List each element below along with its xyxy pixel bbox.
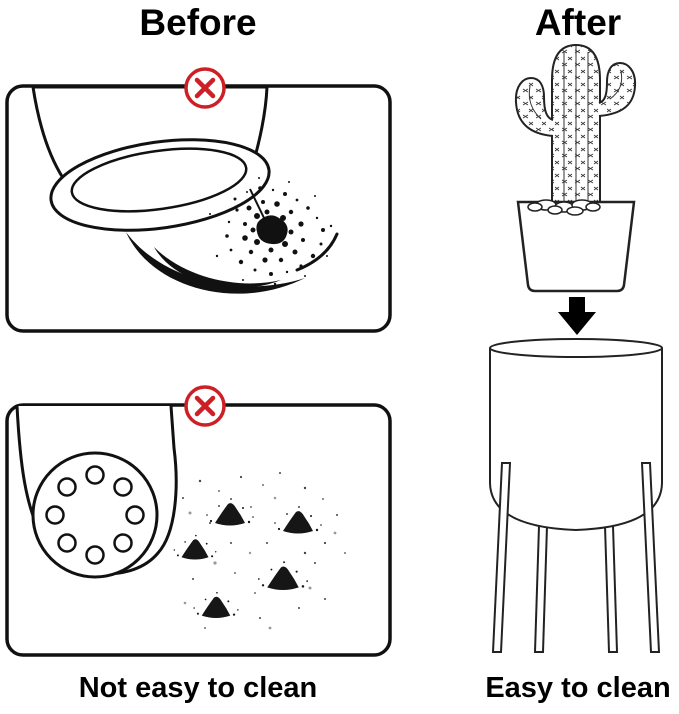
drainage-holes bbox=[45, 465, 145, 565]
tipped-pot-illustration bbox=[31, 85, 271, 232]
before-panel-dirt bbox=[5, 403, 392, 657]
dirt-speckles-gray bbox=[183, 496, 337, 630]
after-illustration bbox=[489, 43, 663, 653]
pot-rocks bbox=[527, 199, 601, 216]
before-panel-spill bbox=[5, 84, 392, 333]
prohibited-circle-x-icon bbox=[184, 67, 226, 109]
down-arrow-icon bbox=[558, 297, 596, 335]
after-heading: After bbox=[534, 2, 622, 43]
soil-splatter bbox=[209, 177, 333, 286]
motion-arcs bbox=[126, 232, 339, 294]
dirt-speckles bbox=[182, 472, 346, 629]
prohibited-circle-x-icon bbox=[184, 385, 226, 427]
after-caption: Easy to clean bbox=[485, 672, 671, 704]
cactus-pot bbox=[516, 199, 636, 293]
pot-bottom-illustration bbox=[15, 405, 178, 579]
before-caption: Not easy to clean bbox=[78, 672, 318, 704]
before-heading: Before bbox=[139, 2, 257, 43]
cactus-illustration bbox=[514, 43, 637, 204]
planter-stand-illustration bbox=[489, 338, 663, 653]
